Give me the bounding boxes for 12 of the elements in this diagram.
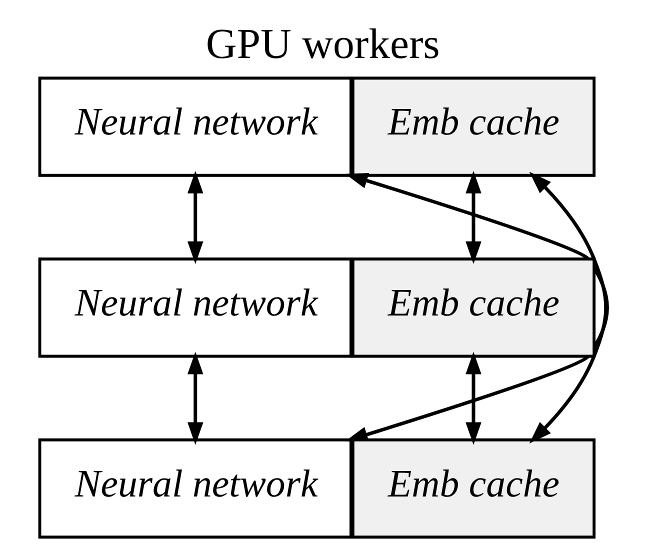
node-box: Emb cache <box>350 258 596 358</box>
node-box: Neural network <box>38 258 352 358</box>
node-box: Emb cache <box>350 76 596 177</box>
node-box: Neural network <box>38 76 352 177</box>
arrow <box>186 352 203 445</box>
arrow <box>528 172 608 444</box>
node-box: Neural network <box>38 438 352 539</box>
diagram-title: GPU workers <box>205 20 440 68</box>
arrow <box>465 352 481 445</box>
node-box: Emb cache <box>350 438 596 539</box>
arrow <box>465 170 481 264</box>
arrow <box>186 170 203 264</box>
